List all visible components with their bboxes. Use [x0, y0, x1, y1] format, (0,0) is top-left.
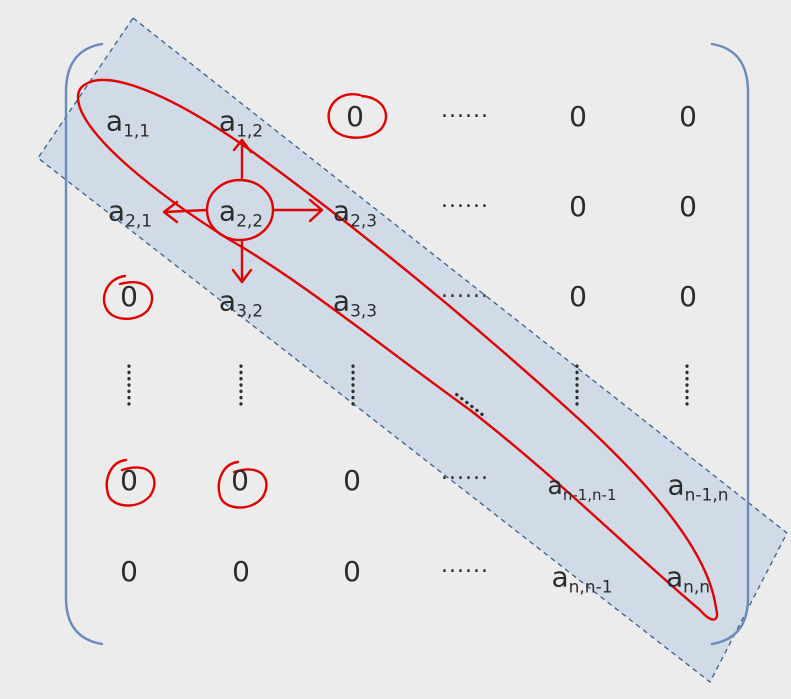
entry-zero-r5c2: 0: [231, 464, 249, 497]
entry-a-2-3: a2,3: [332, 194, 378, 232]
hdots-r5: ······: [441, 466, 489, 492]
entry-zero-r6c3: 0: [343, 555, 361, 588]
left-bracket: [64, 42, 104, 646]
entry-a-1-2: a1,2: [218, 104, 264, 142]
arrow-left: [162, 200, 209, 224]
entry-zero-r3c6: 0: [679, 280, 697, 313]
zero-circle-r3c1: [102, 274, 154, 320]
entry-a-n-n: an,n: [665, 560, 711, 598]
entry-zero-r5c1: 0: [120, 464, 138, 497]
vdots-c2: [239, 363, 243, 407]
entry-zero-r3c5: 0: [569, 280, 587, 313]
zero-circle-r5c1: [105, 458, 156, 507]
right-bracket: [710, 42, 750, 646]
entry-zero-r2c5: 0: [569, 190, 587, 223]
arrow-right: [271, 198, 324, 223]
vdots-c6: [685, 363, 689, 407]
zero-circle-r5c2: [217, 460, 268, 509]
entry-zero-r6c1: 0: [120, 555, 138, 588]
entry-zero-r1c6: 0: [679, 100, 697, 133]
hdots-r1: ······: [441, 104, 489, 130]
hdots-r6: ······: [441, 559, 489, 585]
hdots-r2: ······: [441, 194, 489, 220]
entry-a-n-1-n-1: an-1,n-1: [547, 471, 617, 504]
entry-zero-r1c3: 0: [346, 100, 364, 133]
vdots-c5: [575, 363, 579, 407]
entry-a-2-1: a2,1: [107, 194, 153, 232]
arrow-down: [231, 240, 253, 284]
arrow-up: [232, 138, 253, 180]
vdots-c3: [351, 363, 355, 407]
entry-zero-r6c2: 0: [232, 555, 250, 588]
entry-a-n-n-1: an,n-1: [551, 560, 613, 598]
entry-a-3-3: a3,3: [332, 284, 378, 322]
entry-a-1-1: a1,1: [105, 104, 151, 142]
entry-a-n-1-n: an-1,n: [667, 468, 729, 506]
hdots-r3: ······: [441, 284, 489, 310]
entry-zero-r1c5: 0: [569, 100, 587, 133]
entry-zero-r5c3: 0: [343, 464, 361, 497]
entry-a-3-2: a3,2: [218, 284, 264, 322]
zero-circle-r1c3: [327, 92, 388, 139]
entry-a-2-2: a2,2: [218, 194, 264, 232]
vdots-c1: [127, 363, 131, 407]
entry-zero-r3c1: 0: [120, 280, 138, 313]
entry-zero-r2c6: 0: [679, 190, 697, 223]
